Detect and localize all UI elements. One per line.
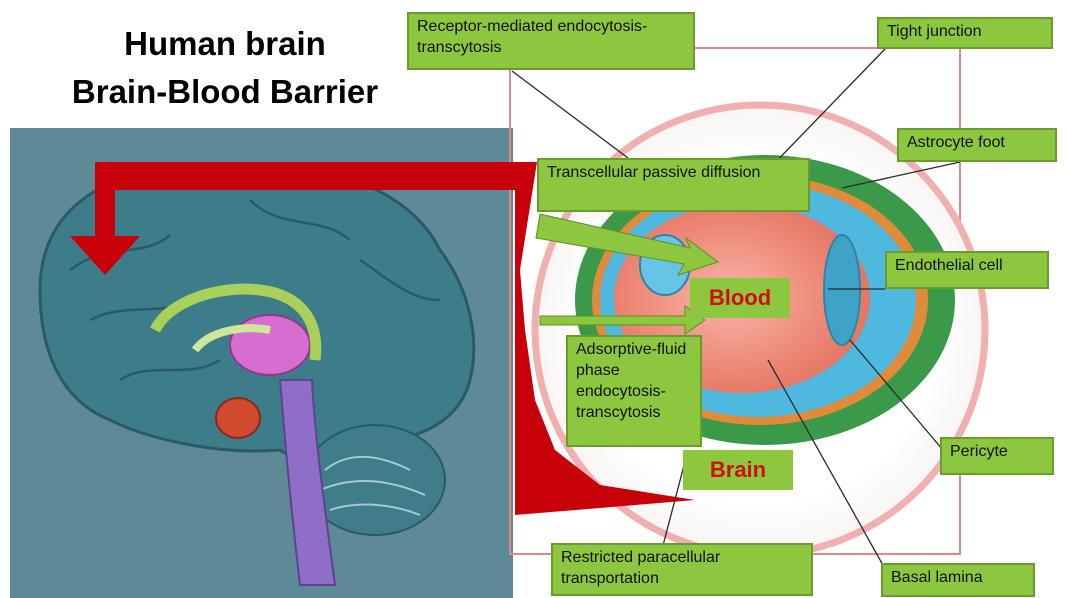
leader-receptor bbox=[512, 71, 628, 158]
label-adsorptive-endocytosis: Adsorptive-fluid phase endocytosis-trans… bbox=[566, 335, 702, 447]
title-line-1: Human brain bbox=[20, 24, 430, 64]
label-basal-lamina: Basal lamina bbox=[881, 563, 1035, 597]
region-blood-label: Blood bbox=[690, 278, 790, 318]
label-astrocyte-foot: Astrocyte foot bbox=[897, 128, 1057, 162]
amygdala-shape bbox=[216, 398, 260, 438]
title-line-2: Brain-Blood Barrier bbox=[20, 72, 430, 112]
brain-illustration bbox=[10, 128, 513, 598]
pericyte-cell bbox=[824, 235, 860, 345]
label-transcellular-diffusion: Transcellular passive diffusion bbox=[537, 158, 810, 212]
label-endothelial-cell: Endothelial cell bbox=[885, 251, 1049, 289]
region-brain-label: Brain bbox=[683, 450, 793, 490]
label-restricted-paracellular: Restricted paracellular transportation bbox=[551, 543, 813, 596]
label-tight-junction: Tight junction bbox=[877, 17, 1053, 49]
thalamus-shape bbox=[230, 315, 310, 375]
label-receptor-mediated: Receptor-mediated endocytosis-transcytos… bbox=[407, 12, 695, 70]
label-pericyte: Pericyte bbox=[940, 437, 1054, 475]
